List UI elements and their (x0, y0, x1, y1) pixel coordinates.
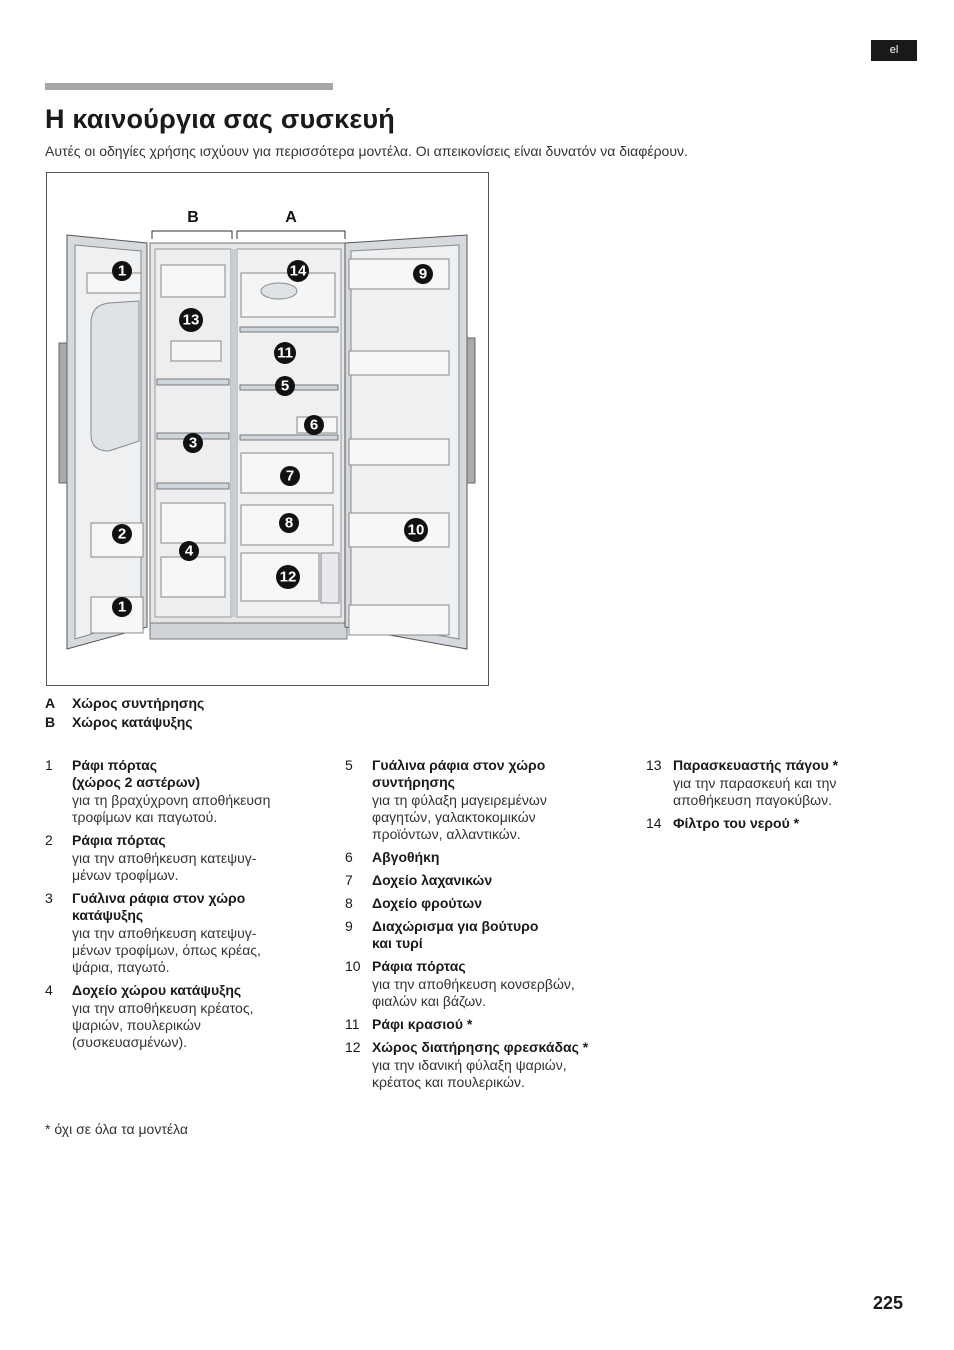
svg-text:6: 6 (310, 417, 318, 434)
svg-text:5: 5 (281, 378, 289, 395)
callout-4: 4 (179, 541, 199, 561)
svg-text:3: 3 (189, 435, 197, 452)
svg-text:14: 14 (290, 263, 307, 280)
callout-6: 6 (304, 415, 324, 435)
bracket-b (151, 230, 233, 239)
svg-text:1: 1 (118, 599, 126, 616)
footnote: * όχι σε όλα τα μοντέλα (45, 1121, 188, 1137)
svg-text:4: 4 (185, 543, 194, 560)
callout-13: 13 (179, 308, 203, 332)
svg-text:10: 10 (408, 522, 425, 539)
callout-14: 14 (287, 260, 309, 282)
page-number: 225 (873, 1293, 904, 1313)
callout-3: 3 (183, 433, 203, 453)
intro-text: Αυτές οι οδηγίες χρήσης ισχύουν για περι… (45, 143, 688, 159)
callout-12: 12 (276, 565, 300, 589)
callout-1-bottom: 1 (112, 597, 132, 617)
zone-label-b: B (187, 209, 199, 226)
fridge-drawing: B A (58, 209, 476, 650)
svg-text:11: 11 (277, 345, 293, 362)
svg-text:8: 8 (285, 515, 293, 532)
bracket-a (236, 230, 346, 239)
zone-label-a: A (285, 209, 297, 226)
svg-text:1: 1 (118, 263, 126, 280)
callout-1-top: 1 (112, 261, 132, 281)
callout-10: 10 (404, 518, 428, 542)
callout-8: 8 (279, 513, 299, 533)
svg-text:12: 12 (280, 569, 297, 586)
svg-text:13: 13 (183, 312, 200, 329)
section-rule (45, 83, 333, 90)
callout-11: 11 (274, 342, 296, 364)
callout-9: 9 (413, 264, 433, 284)
callout-5: 5 (275, 376, 295, 396)
fridge-illustration: B A (46, 172, 489, 686)
callout-7: 7 (280, 466, 300, 486)
svg-text:9: 9 (419, 266, 427, 283)
callout-2: 2 (112, 524, 132, 544)
language-badge: el (871, 40, 917, 61)
page-title: Η καινούργια σας συσκευή (45, 104, 395, 134)
svg-text:2: 2 (118, 526, 126, 543)
svg-text:7: 7 (286, 468, 294, 485)
